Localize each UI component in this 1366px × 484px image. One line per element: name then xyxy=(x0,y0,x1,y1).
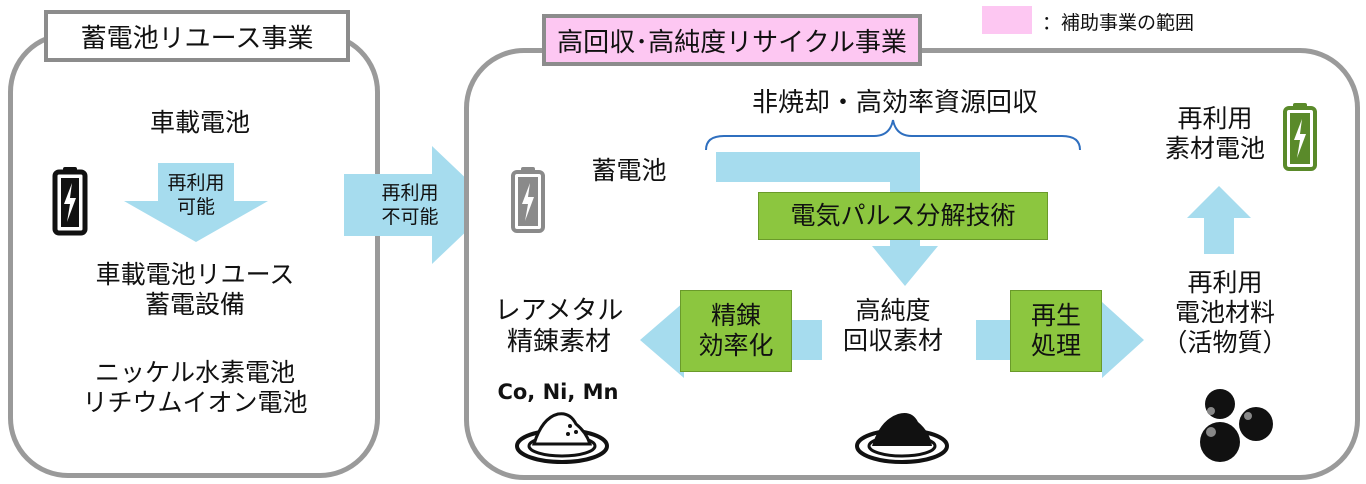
not-reusable-arrow xyxy=(344,146,494,264)
legend-swatch xyxy=(982,6,1032,34)
process-flow-arrow xyxy=(716,152,938,286)
reuse-business-panel xyxy=(8,32,380,478)
rare-metal-pile-icon xyxy=(515,412,609,464)
recycle-up-arrow xyxy=(1187,186,1251,254)
battery-icon-gray xyxy=(511,167,545,233)
storage-battery-label: 蓄電池 xyxy=(591,156,667,185)
rare-metal-label: レアメタル 精錬素材 xyxy=(494,296,624,358)
active-material-spheres-icon xyxy=(1200,389,1273,462)
legend-label: ：補助事業の範囲 xyxy=(1042,12,1195,34)
pulse-decomposition-box: 電気パルス分解技術 xyxy=(758,192,1048,240)
regeneration-box: 再生 処理 xyxy=(1010,290,1102,372)
battery-icon-black xyxy=(52,167,88,236)
refine-efficiency-box: 精錬 効率化 xyxy=(680,290,792,372)
metals-label: Co, Ni, Mn xyxy=(497,380,619,404)
recycling-business-title: 高回収･高純度リサイクル事業 xyxy=(542,14,922,66)
reusable-label: 再利用 可能 xyxy=(167,172,225,218)
recovered-material-pile-icon xyxy=(855,413,949,464)
high-purity-label: 高純度 回収素材 xyxy=(842,296,943,355)
process-brace xyxy=(705,119,1081,151)
reuse-equipment-label: 車載電池リユース 蓄電設備 xyxy=(95,260,295,319)
battery-material-label: 再利用 電池材料 （活物質） xyxy=(1162,268,1288,357)
reuse-business-title: 蓄電池リユース事業 xyxy=(44,10,350,62)
vehicle-battery-label: 車載電池 xyxy=(149,108,250,137)
recycled-battery-label: 再利用 素材電池 xyxy=(1164,104,1265,163)
brace-label: 非焼却・高効率資源回収 xyxy=(751,88,1038,118)
battery-icon-green xyxy=(1283,103,1317,171)
battery-types-label: ニッケル水素電池 リチウムイオン電池 xyxy=(82,358,308,417)
not-reusable-label: 再利用 不可能 xyxy=(381,182,439,228)
reusable-down-arrow xyxy=(124,163,268,242)
